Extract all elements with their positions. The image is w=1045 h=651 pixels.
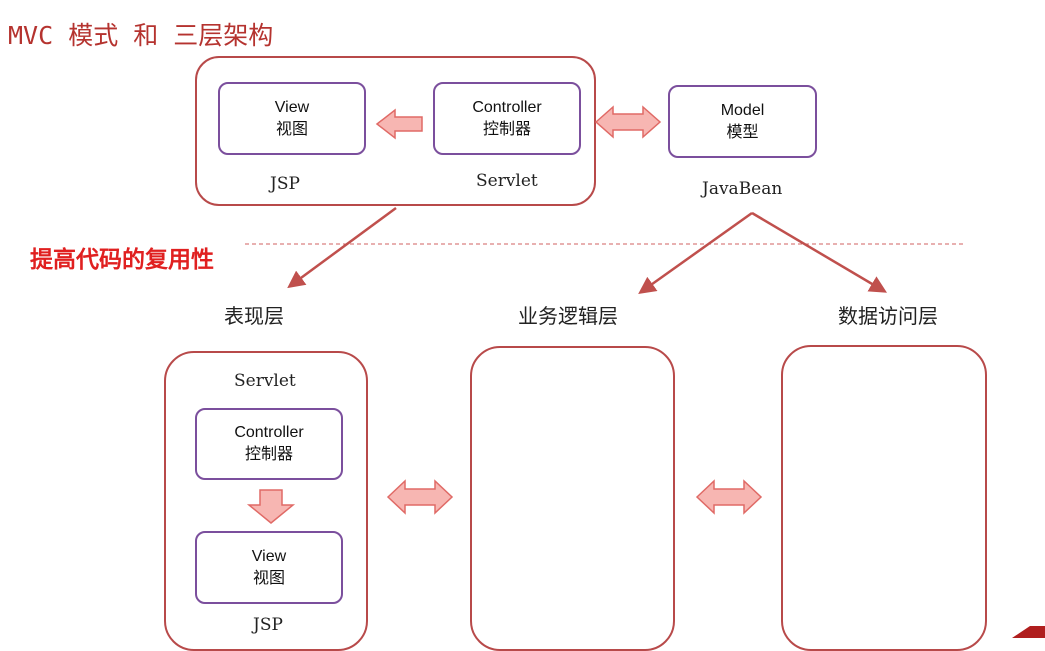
jsp-label-top: JSP	[270, 174, 300, 194]
reuse-text: 提高代码的复用性	[30, 247, 214, 273]
controller-box-top: Controller 控制器	[433, 82, 581, 155]
controller-subtitle-bottom: 控制器	[244, 446, 293, 463]
view-subtitle-bottom: 视图	[252, 569, 285, 587]
servlet-label-top: Servlet	[476, 171, 538, 191]
layer-label-data-access: 数据访问层	[838, 304, 938, 328]
double-arrow-controller-model	[594, 105, 662, 139]
arrow-controller-to-view	[375, 108, 423, 140]
double-arrow-presentation-business	[386, 479, 454, 515]
line-javabean-to-data-access	[751, 211, 888, 293]
controller-title: Controller	[472, 98, 542, 116]
model-title: Model	[720, 101, 765, 119]
view-box-bottom: View 视图	[195, 531, 343, 604]
line-mvc-to-presentation	[287, 206, 397, 289]
controller-subtitle: 控制器	[482, 120, 531, 138]
layer-label-presentation: 表现层	[224, 304, 284, 328]
servlet-label-bottom: Servlet	[234, 371, 296, 391]
controller-box-bottom: Controller 控制器	[195, 408, 343, 480]
layer-label-business: 业务逻辑层	[518, 304, 618, 328]
model-subtitle: 模型	[726, 123, 759, 141]
model-box: Model 模型	[668, 85, 817, 158]
controller-title-bottom: Controller	[234, 424, 304, 441]
mvc-web-group	[195, 56, 596, 206]
javabean-label: JavaBean	[702, 179, 783, 199]
double-arrow-business-data-access	[695, 479, 763, 515]
jsp-label-bottom: JSP	[253, 615, 283, 635]
arrow-controller-down-to-view	[246, 489, 296, 524]
view-title: View	[274, 98, 310, 116]
page-title: MVC 模式 和 三层架构	[8, 21, 274, 50]
corner-decoration	[1012, 626, 1045, 638]
line-javabean-to-business	[638, 211, 753, 295]
view-subtitle: 视图	[275, 120, 308, 138]
view-title-bottom: View	[251, 547, 287, 565]
view-box-top: View 视图	[218, 82, 366, 155]
